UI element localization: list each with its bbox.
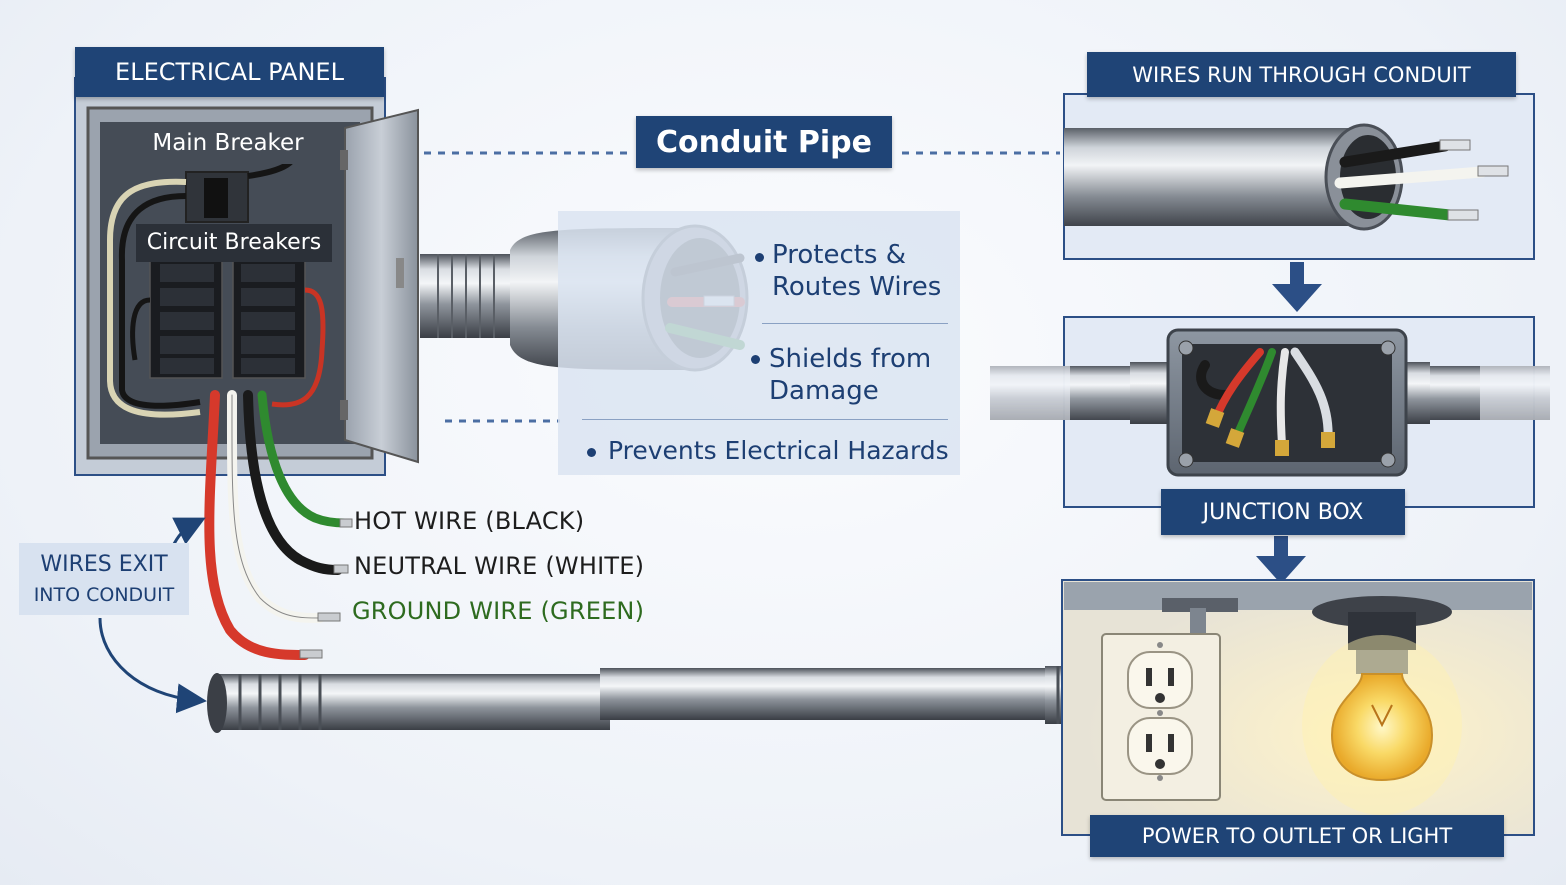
step-conduit-title: WIRES RUN THROUGH CONDUIT bbox=[1087, 52, 1516, 97]
flow-arrow-1 bbox=[1272, 262, 1322, 312]
circuit-breakers-label: Circuit Breakers bbox=[136, 224, 332, 262]
step-power-title: POWER TO OUTLET OR LIGHT bbox=[1090, 815, 1504, 857]
bullet-dot-3 bbox=[587, 448, 596, 457]
panel-title: ELECTRICAL PANEL bbox=[75, 47, 384, 97]
wires-exit-line1: WIRES EXIT bbox=[40, 552, 168, 577]
flow-arrow-2 bbox=[1256, 536, 1306, 584]
light-bulb-icon bbox=[1302, 596, 1462, 815]
benefit-prevents: Prevents Electrical Hazards bbox=[608, 436, 949, 465]
wires-exit-line2: INTO CONDUIT bbox=[33, 584, 175, 606]
ground-wire-label: GROUND WIRE (GREEN) bbox=[352, 597, 645, 625]
long-conduit bbox=[207, 666, 1105, 733]
main-breaker-label: Main Breaker bbox=[138, 122, 318, 164]
exit-arrow-down bbox=[98, 617, 207, 714]
benefit-shields: Shields from Damage bbox=[769, 344, 932, 406]
neutral-wire-label: NEUTRAL WIRE (WHITE) bbox=[354, 552, 645, 580]
hot-wire-label: HOT WIRE (BLACK) bbox=[354, 507, 585, 535]
divider-1 bbox=[762, 323, 948, 324]
junction-box-icon bbox=[990, 316, 1550, 508]
divider-2 bbox=[582, 419, 948, 420]
conduit-wires-illustration bbox=[1063, 93, 1535, 260]
benefit-protects: Protects & Routes Wires bbox=[772, 240, 942, 302]
step-junction-title: JUNCTION BOX bbox=[1161, 489, 1405, 535]
conduit-pipe-title: Conduit Pipe bbox=[636, 116, 892, 168]
bullet-dot-2 bbox=[751, 355, 760, 364]
outlet-light-illustration bbox=[1061, 579, 1535, 836]
exit-wires bbox=[204, 390, 353, 660]
wires-exit-callout bbox=[19, 543, 189, 615]
outlet-icon bbox=[1101, 598, 1238, 801]
bullet-dot-1 bbox=[755, 253, 764, 262]
